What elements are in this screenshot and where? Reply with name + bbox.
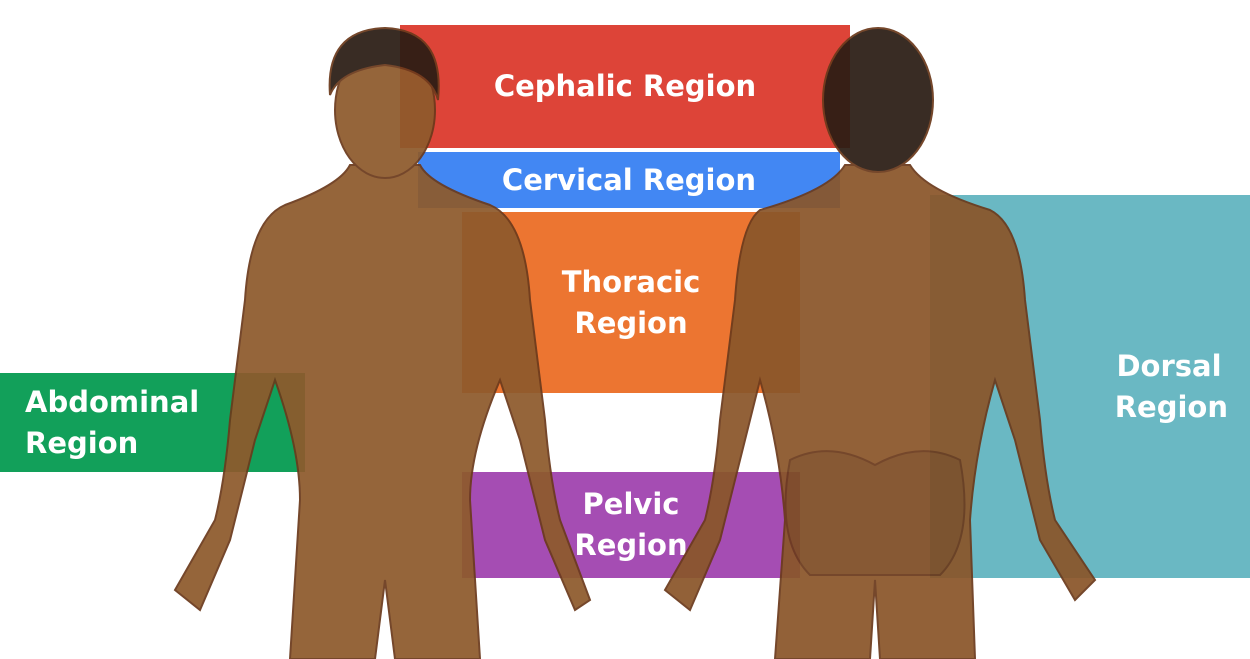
- back-torso: [663, 164, 1097, 659]
- back-buttocks: [784, 450, 966, 576]
- front-torso: [173, 164, 592, 659]
- dorsal-region-label-line2: Region: [1114, 389, 1228, 424]
- cervical-region-label: Cervical Region: [501, 162, 757, 197]
- pelvic-region-label-line2: Region: [574, 528, 688, 562]
- back-head: [822, 27, 934, 173]
- cephalic-region-band: Cephalic Region: [400, 25, 850, 148]
- dorsal-region-label-line1: Dorsal: [1116, 348, 1222, 383]
- abdominal-region-label-line1: Abdominal: [25, 384, 200, 419]
- thoracic-region-label-line2: Region: [574, 305, 688, 340]
- abdominal-region-label-line2: Region: [25, 425, 139, 460]
- pelvic-region-band: Pelvic Region: [462, 472, 800, 578]
- front-body-figure: [173, 26, 592, 659]
- front-hair: [328, 26, 440, 101]
- cervical-region-band: Cervical Region: [418, 152, 840, 208]
- cephalic-region-label: Cephalic Region: [493, 69, 757, 103]
- pelvic-region-label-line1: Pelvic: [582, 487, 680, 521]
- back-body-figure: [663, 27, 1097, 659]
- thoracic-region-label-line1: Thoracic: [561, 264, 701, 299]
